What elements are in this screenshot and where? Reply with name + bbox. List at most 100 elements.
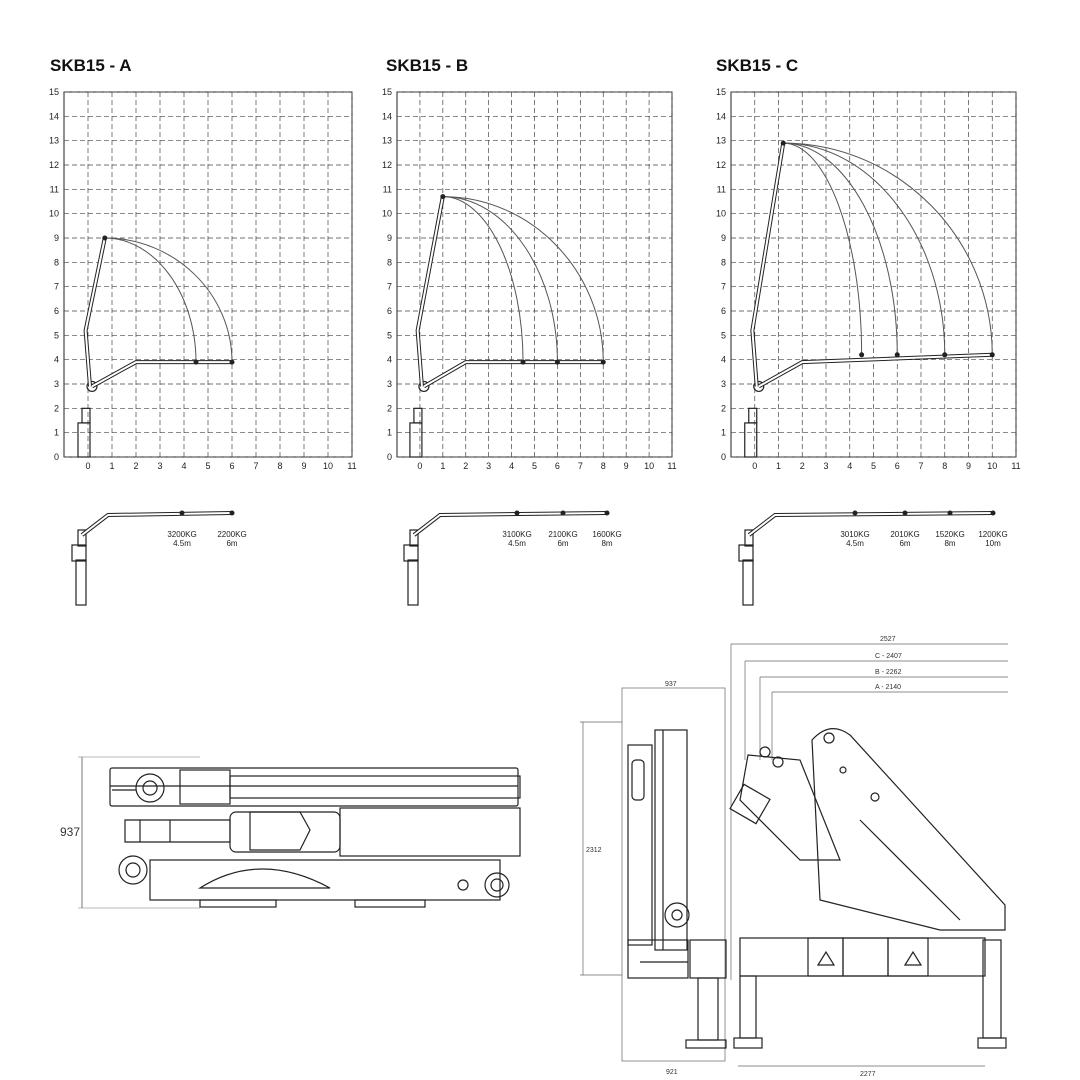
dim-2527: 2527 (880, 636, 896, 643)
reach-curve-2 (104, 237, 233, 363)
y-tick-label: 11 (717, 184, 726, 194)
y-tick-label: 4 (387, 355, 392, 365)
boom-horizontal-inner (423, 361, 604, 388)
x-tick-label: 5 (205, 461, 210, 471)
dimension-labels: 937 937 2312 921 2527 C - 2407 B - 2262 … (60, 636, 902, 1078)
reach-curve-2 (783, 142, 898, 355)
y-tick-label: 2 (387, 403, 392, 413)
load-weight-label: 2010KG (890, 530, 919, 539)
schematic-crane (738, 511, 994, 606)
reach-curve-3 (783, 142, 946, 355)
load-weight-label: 1600KG (592, 530, 621, 539)
dim-2312: 2312 (586, 847, 602, 854)
y-tick-label: 9 (54, 233, 59, 243)
x-tick-label: 5 (532, 461, 537, 471)
x-tick-label: 9 (966, 461, 971, 471)
chart-frame (396, 91, 673, 458)
load-point (229, 510, 235, 516)
x-tick-label: 9 (301, 461, 306, 471)
x-tick-label: 1 (776, 461, 781, 471)
load-distance-label: 8m (601, 539, 612, 548)
x-tick-label: 2 (463, 461, 468, 471)
crane-side-view (729, 643, 1008, 1067)
y-tick-label: 10 (382, 209, 392, 219)
x-tick-label: 11 (347, 461, 356, 471)
boom-raised-inner (84, 237, 106, 387)
boom-raised-inner (416, 196, 444, 387)
y-tick-label: 15 (716, 87, 726, 97)
y-tick-label: 11 (383, 184, 392, 194)
boom-tip-point (102, 235, 108, 241)
y-tick-label: 11 (50, 184, 59, 194)
y-tick-label: 6 (387, 306, 392, 316)
reach-point-4 (989, 352, 995, 358)
y-tick-label: 8 (54, 257, 59, 267)
y-tick-label: 1 (387, 428, 392, 438)
y-tick-label: 2 (54, 403, 59, 413)
y-tick-label: 3 (387, 379, 392, 389)
x-tick-label: 6 (895, 461, 900, 471)
y-tick-label: 15 (49, 87, 59, 97)
load-weight-label: 3100KG (502, 530, 531, 539)
y-tick-label: 14 (382, 111, 392, 121)
y-tick-label: 2 (721, 403, 726, 413)
x-tick-label: 8 (601, 461, 606, 471)
y-tick-label: 3 (721, 379, 726, 389)
y-tick-label: 7 (54, 282, 59, 292)
x-tick-label: 6 (555, 461, 560, 471)
folded-crane-top-view (78, 756, 521, 909)
reach-curve-1 (783, 142, 863, 355)
x-tick-label: 0 (752, 461, 757, 471)
x-tick-label: 8 (277, 461, 282, 471)
load-point (902, 510, 908, 516)
reach-curve-4 (783, 142, 993, 355)
y-tick-label: 10 (716, 209, 726, 219)
boom-tip-point (440, 194, 446, 200)
chart-title-a: SKB15 - A (50, 56, 132, 75)
y-tick-label: 7 (387, 282, 392, 292)
reach-curve-1 (442, 196, 524, 363)
y-tick-label: 13 (716, 136, 726, 146)
schematic-crane (71, 511, 233, 606)
dim-2277: 2277 (860, 1071, 876, 1078)
boom-head (135, 773, 165, 803)
y-tick-label: 3 (54, 379, 59, 389)
y-tick-label: 13 (382, 136, 392, 146)
chart-frame (63, 91, 353, 458)
y-tick-label: 0 (721, 452, 726, 462)
x-tick-label: 1 (440, 461, 445, 471)
folded-booms (739, 754, 841, 861)
y-tick-label: 1 (54, 428, 59, 438)
boom-horizontal-inner (758, 353, 993, 388)
load-weight-label: 3200KG (167, 530, 196, 539)
y-tick-label: 5 (387, 330, 392, 340)
x-tick-label: 0 (417, 461, 422, 471)
load-distance-label: 6m (899, 539, 910, 548)
load-weight-label: 2100KG (548, 530, 577, 539)
load-distance-label: 4.5m (508, 539, 526, 548)
y-tick-label: 9 (387, 233, 392, 243)
side-base (739, 937, 986, 977)
y-tick-label: 5 (54, 330, 59, 340)
reach-point-3 (942, 352, 948, 358)
y-tick-label: 8 (387, 257, 392, 267)
reach-point-1 (193, 359, 199, 365)
boom-body (109, 767, 519, 807)
y-tick-label: 15 (382, 87, 392, 97)
x-tick-label: 11 (667, 461, 676, 471)
chart-title-c: SKB15 - C (716, 56, 799, 75)
load-distance-label: 6m (557, 539, 568, 548)
dim-921: 921 (666, 1069, 678, 1076)
chart-title-b: SKB15 - B (386, 56, 469, 75)
chart-frame (730, 91, 1017, 458)
x-tick-label: 7 (253, 461, 258, 471)
y-tick-label: 4 (721, 355, 726, 365)
x-tick-label: 1 (109, 461, 114, 471)
